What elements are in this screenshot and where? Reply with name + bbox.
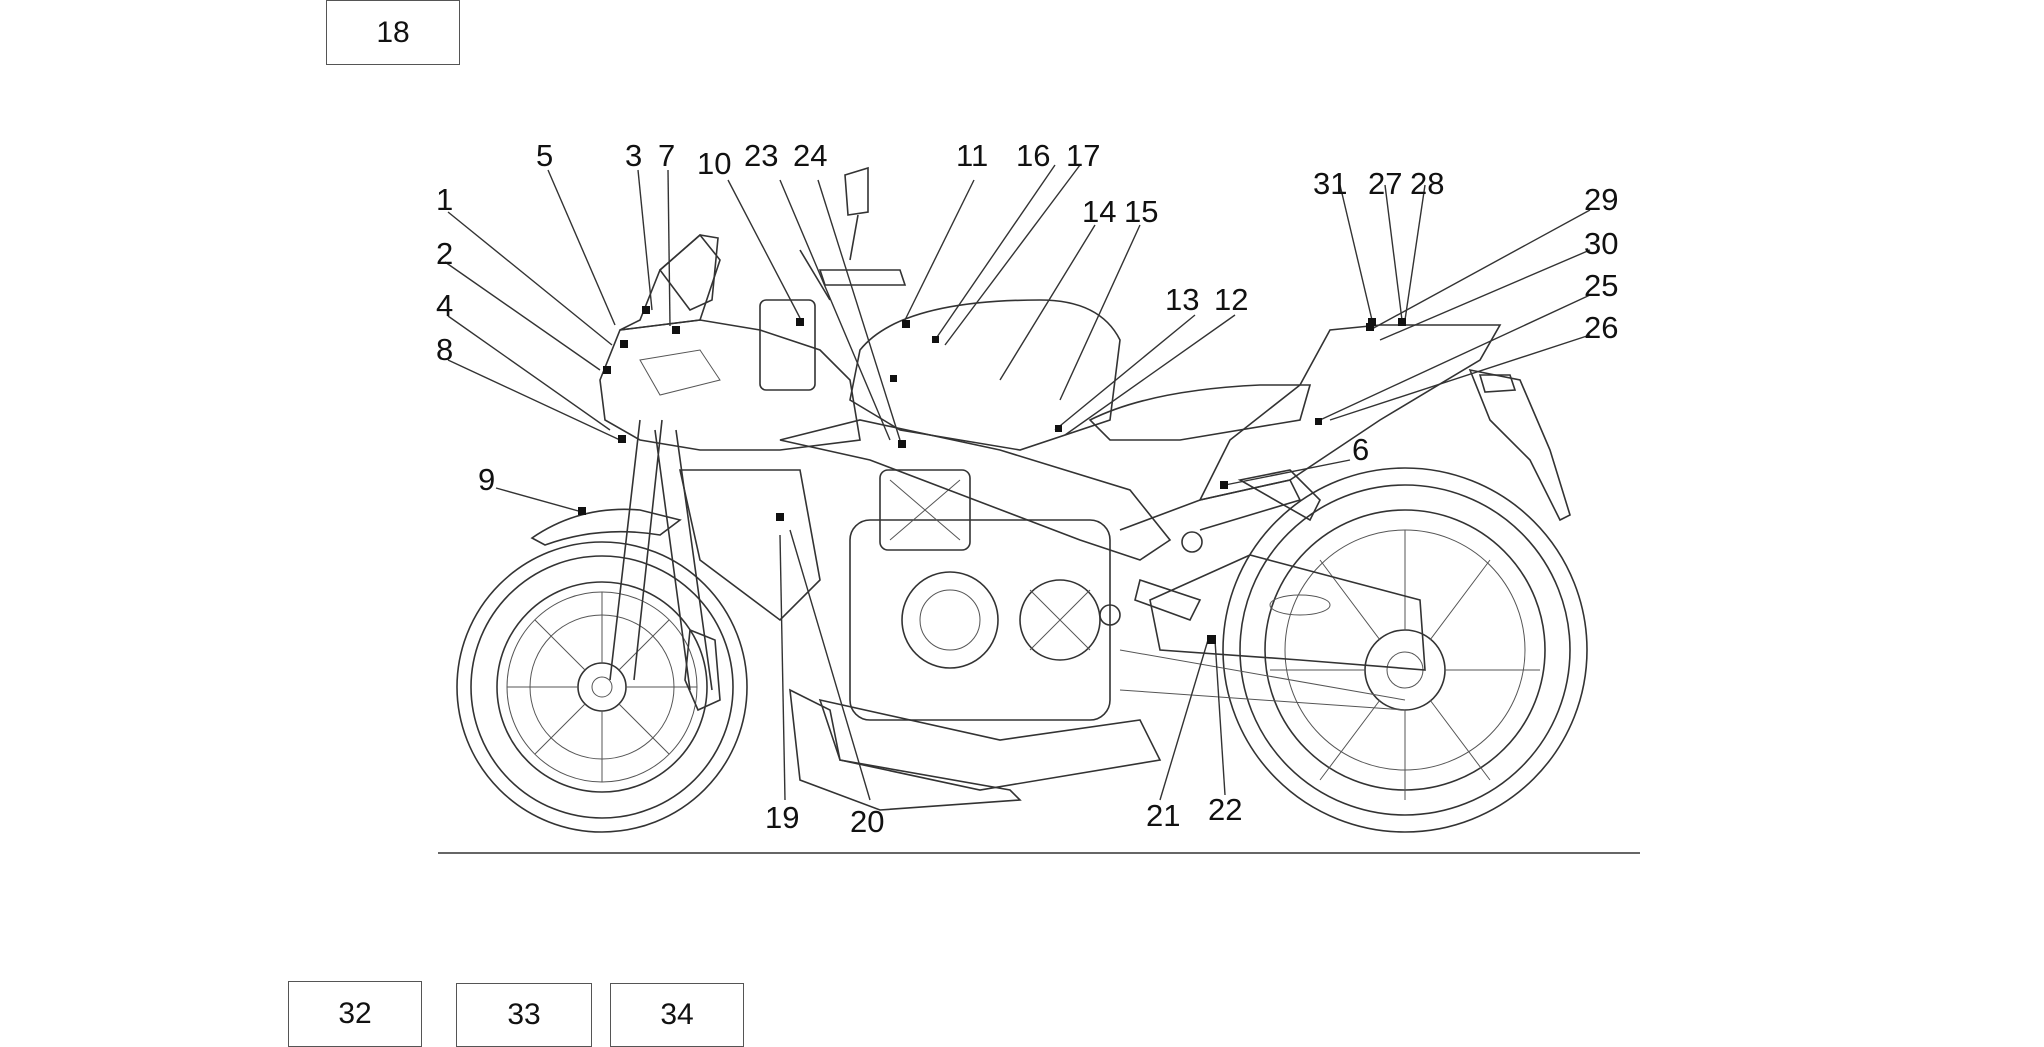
engine	[849, 469, 1111, 721]
tail-section	[1198, 324, 1502, 502]
callout-13: 13	[1165, 282, 1199, 317]
callout-27: 27	[1368, 166, 1402, 201]
callout-17: 17	[1066, 138, 1100, 173]
callout-22: 22	[1208, 792, 1242, 827]
fuel-tank	[849, 299, 1121, 451]
callout-28: 28	[1410, 166, 1444, 201]
callout-12: 12	[1214, 282, 1248, 317]
callout-30: 30	[1584, 226, 1618, 261]
callout-4: 4	[436, 288, 453, 323]
callout-25: 25	[1584, 268, 1618, 303]
handlebar	[799, 249, 907, 301]
callout-24: 24	[793, 138, 827, 173]
front-fork	[609, 419, 713, 691]
belly-pan	[818, 698, 1162, 791]
part-box-33-label: 33	[507, 998, 541, 1031]
part-box-33[interactable]: 33	[456, 983, 592, 1047]
rider-footpeg	[1134, 578, 1202, 621]
callout-markers	[578, 306, 1406, 644]
front-wheel	[456, 541, 748, 833]
frame	[779, 419, 1172, 561]
motorcycle-drawing	[456, 166, 1588, 833]
callout-11: 11	[956, 138, 988, 173]
brake-caliper	[684, 628, 721, 712]
callout-5: 5	[536, 138, 553, 173]
callout-14: 14	[1082, 194, 1116, 229]
license-plate-holder	[1468, 368, 1571, 522]
callout-31: 31	[1313, 166, 1347, 201]
part-box-18-label: 18	[376, 15, 410, 49]
part-box-34-label: 34	[660, 998, 694, 1031]
dashboard	[759, 299, 816, 391]
callout-19: 19	[765, 800, 799, 835]
seat	[1088, 384, 1312, 441]
drive-chain	[1119, 649, 1406, 711]
callout-9: 9	[478, 462, 495, 497]
callout-23: 23	[744, 138, 778, 173]
callout-8: 8	[436, 332, 453, 367]
callout-7: 7	[658, 138, 675, 173]
lower-fairing	[789, 688, 1022, 811]
leader-lines	[444, 164, 1591, 801]
callout-2: 2	[436, 236, 453, 271]
callout-labels: 1 2 4 8 5 3 7 10 23 24 11 16 17 14 15 13…	[436, 138, 1618, 839]
callout-16: 16	[1016, 138, 1050, 173]
callout-20: 20	[850, 804, 884, 839]
rear-subframe	[1119, 479, 1302, 531]
callout-10: 10	[697, 146, 731, 181]
callout-29: 29	[1584, 182, 1618, 217]
callout-6: 6	[1352, 432, 1369, 467]
part-box-18[interactable]: 18	[326, 0, 460, 65]
callout-15: 15	[1124, 194, 1158, 229]
mirror	[844, 166, 869, 261]
swingarm	[1149, 554, 1426, 671]
front-fender	[530, 508, 682, 546]
callout-26: 26	[1584, 310, 1618, 345]
callout-3: 3	[625, 138, 642, 173]
callout-21: 21	[1146, 798, 1180, 833]
windscreen	[658, 234, 719, 311]
part-box-32-label: 32	[338, 997, 372, 1030]
rear-wheel	[1222, 467, 1588, 833]
part-box-34[interactable]: 34	[610, 983, 744, 1047]
callout-1: 1	[436, 182, 453, 217]
passenger-footpeg	[1237, 469, 1321, 522]
